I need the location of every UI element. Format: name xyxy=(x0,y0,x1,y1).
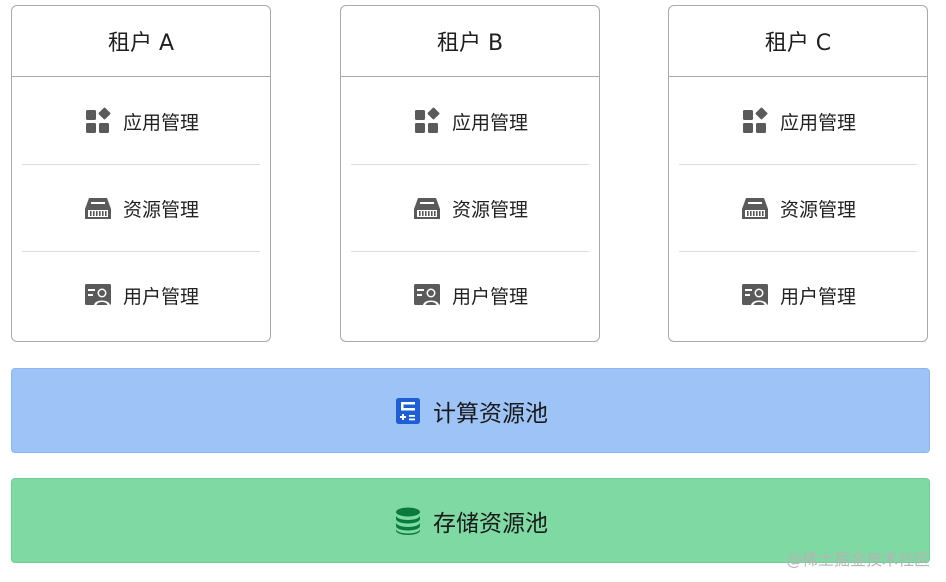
storage-drive-icon xyxy=(412,193,442,223)
tenant-row-user-management: 用户管理 xyxy=(679,252,917,338)
tenant-row-app-management: 应用管理 xyxy=(351,78,589,165)
tenant-row-resource-management: 资源管理 xyxy=(351,165,589,252)
pool-label: 计算资源池 xyxy=(433,400,548,427)
tenant-row-resource-management: 资源管理 xyxy=(679,165,917,252)
tenant-row-label: 资源管理 xyxy=(451,198,528,221)
calculator-icon xyxy=(393,396,423,426)
tenant-row-user-management: 用户管理 xyxy=(22,252,260,338)
tenant-row-label: 应用管理 xyxy=(779,111,856,134)
storage-resource-pool: 存储资源池 xyxy=(11,478,930,563)
tenant-card-b: 租户 B 应用管理 资源管理 用户管理 xyxy=(340,5,600,342)
compute-resource-pool: 计算资源池 xyxy=(11,368,930,453)
tenant-row-user-management: 用户管理 xyxy=(351,252,589,338)
tenant-row-app-management: 应用管理 xyxy=(22,78,260,165)
tenant-row-label: 资源管理 xyxy=(779,198,856,221)
user-card-icon xyxy=(740,280,770,310)
tenant-title: 租户 A xyxy=(12,6,270,77)
tenant-row-label: 用户管理 xyxy=(779,285,856,308)
tenant-card-a: 租户 A 应用管理 资源管理 用户管理 xyxy=(11,5,271,342)
app-grid-icon xyxy=(412,106,442,136)
user-card-icon xyxy=(83,280,113,310)
storage-drive-icon xyxy=(740,193,770,223)
database-icon xyxy=(393,506,423,536)
watermark: @稀土掘金技术社区 xyxy=(785,550,930,569)
tenant-row-label: 应用管理 xyxy=(122,111,199,134)
app-grid-icon xyxy=(83,106,113,136)
tenant-row-resource-management: 资源管理 xyxy=(22,165,260,252)
tenant-title: 租户 B xyxy=(341,6,599,77)
tenant-title: 租户 C xyxy=(669,6,927,77)
storage-drive-icon xyxy=(83,193,113,223)
tenant-row-label: 用户管理 xyxy=(451,285,528,308)
pool-label: 存储资源池 xyxy=(433,510,548,537)
tenant-card-c: 租户 C 应用管理 资源管理 用户管理 xyxy=(668,5,928,342)
user-card-icon xyxy=(412,280,442,310)
tenant-row-label: 应用管理 xyxy=(451,111,528,134)
tenant-row-app-management: 应用管理 xyxy=(679,78,917,165)
app-grid-icon xyxy=(740,106,770,136)
tenant-row-label: 用户管理 xyxy=(122,285,199,308)
tenant-row-label: 资源管理 xyxy=(122,198,199,221)
